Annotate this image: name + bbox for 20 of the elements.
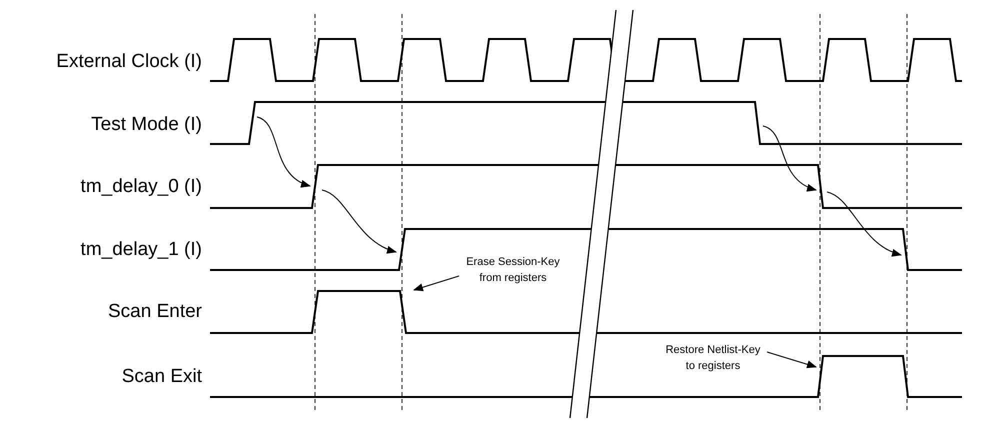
curved-arrow [826, 192, 902, 256]
waveform [210, 164, 962, 209]
signal-name: Scan Enter [108, 301, 202, 323]
leader-arrow [413, 276, 460, 292]
signal-name: Test Mode (I) [91, 114, 202, 136]
waveform [210, 355, 962, 398]
waveform [210, 290, 962, 334]
waveform [210, 228, 962, 271]
curved-arrow [762, 126, 817, 191]
signal-name: tm_delay_0 (I) [80, 176, 202, 198]
curved-arrow [322, 190, 397, 253]
annotation-text: Erase Session-Key from registers [460, 254, 566, 286]
annotation-text: Restore Netlist-Key to registers [662, 342, 764, 374]
leader-arrow [766, 352, 817, 368]
signal-name: Scan Exit [122, 366, 202, 388]
signal-name: External Clock (I) [56, 51, 202, 73]
waveform [210, 38, 963, 82]
signal-name: tm_delay_1 (I) [80, 239, 202, 261]
curved-arrow [256, 116, 311, 187]
waveform [210, 101, 962, 145]
